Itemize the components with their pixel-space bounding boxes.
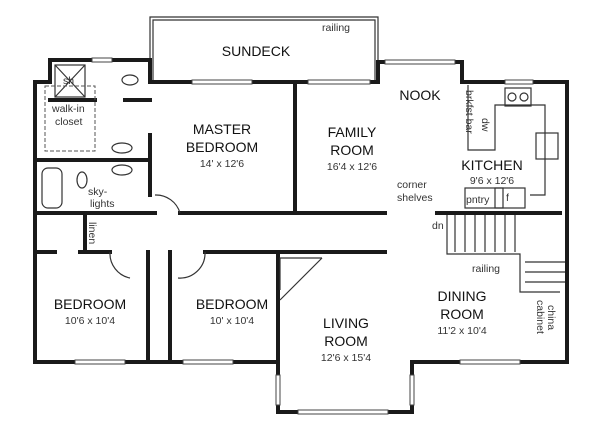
sundeck-railing-label: railing: [322, 22, 350, 34]
nook-label: NOOK: [399, 87, 441, 103]
living-room-label-2: ROOM: [324, 333, 368, 349]
living-room-label-1: LIVING: [323, 315, 369, 331]
stairs-down-label: dn: [432, 220, 444, 232]
bedroom-2-label: BEDROOM: [196, 296, 268, 312]
bedroom-1-dim: 10'6 x 10'4: [65, 315, 115, 327]
corner-shelves-label-1: corner: [397, 179, 427, 191]
master-bedroom-label-2: BEDROOM: [186, 139, 258, 155]
stairs[interactable]: [446, 215, 565, 293]
skylights-label-2: lights: [90, 198, 115, 210]
sundeck-label: SUNDECK: [222, 43, 291, 59]
stair-railing-label: railing: [472, 263, 500, 275]
master-bedroom-dim: 14' x 12'6: [200, 158, 244, 170]
bedroom-1-label: BEDROOM: [54, 296, 126, 312]
china-cabinet-label-2: cabinet: [534, 300, 546, 334]
linen-label: linen: [86, 222, 98, 244]
exterior-walls: [33, 58, 569, 414]
pantry-label: pntry: [466, 194, 490, 206]
family-room-label-1: FAMILY: [328, 124, 377, 140]
skylights-label-1: sky-: [88, 186, 108, 198]
breakfast-bar-label: brkfst bar: [463, 90, 475, 134]
dining-room-dim: 11'2 x 10'4: [437, 325, 487, 337]
bedroom-2-dim: 10' x 10'4: [210, 315, 254, 327]
dining-room-label-1: DINING: [438, 288, 487, 304]
shower-label: sh: [63, 75, 74, 87]
walk-in-closet-label-2: closet: [55, 116, 83, 128]
walk-in-closet-label-1: walk-in: [51, 103, 85, 115]
kitchen-label: KITCHEN: [461, 157, 522, 173]
kitchen-dim: 9'6 x 12'6: [470, 175, 514, 187]
sundeck: [149, 16, 379, 82]
master-bedroom-label-1: MASTER: [193, 121, 251, 137]
interior-walls: [33, 80, 562, 364]
dishwasher-label: dw: [479, 118, 491, 132]
living-room-dim: 12'6 x 15'4: [321, 352, 371, 364]
corner-shelves-label-2: shelves: [397, 192, 433, 204]
dining-room-label-2: ROOM: [440, 306, 484, 322]
fixtures: [41, 64, 559, 301]
family-room-label-2: ROOM: [330, 142, 374, 158]
windows: [74, 57, 534, 415]
family-room-dim: 16'4 x 12'6: [327, 161, 377, 173]
fridge-label: f: [506, 192, 509, 204]
china-cabinet-label-1: china: [545, 305, 557, 330]
